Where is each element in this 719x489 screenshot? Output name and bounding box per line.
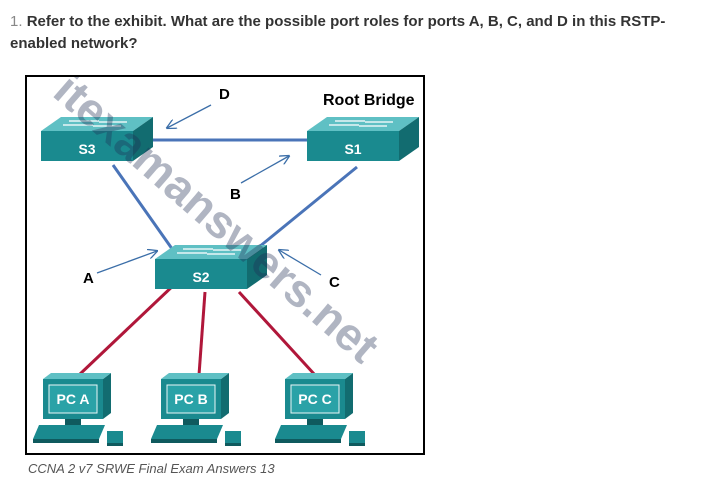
port-c-arrow bbox=[279, 250, 322, 276]
network-topology: S3 S1 S2 Root Bridge D B A C PC A PC B bbox=[32, 77, 420, 447]
pc-c-label: PC C bbox=[298, 391, 331, 407]
question-number: 1. bbox=[10, 13, 23, 30]
link-s2-pcc bbox=[237, 290, 317, 377]
pc-a-label: PC A bbox=[57, 391, 90, 407]
pc-c: PC C bbox=[274, 372, 366, 447]
question-text: Refer to the exhibit. What are the possi… bbox=[10, 13, 666, 52]
port-b-arrow bbox=[240, 156, 289, 184]
switch-s2-label: S2 bbox=[192, 269, 209, 285]
port-b-label: B bbox=[230, 186, 241, 203]
port-d-label: D bbox=[219, 86, 230, 103]
switch-s3-label: S3 bbox=[78, 141, 95, 157]
port-c-label: C bbox=[329, 274, 340, 291]
pc-a: PC A bbox=[32, 372, 124, 447]
pc-b-label: PC B bbox=[174, 391, 207, 407]
root-bridge-label: Root Bridge bbox=[323, 92, 415, 109]
question: 1. Refer to the exhibit. What are the po… bbox=[10, 11, 710, 55]
pc-b: PC B bbox=[150, 372, 242, 447]
exhibit-diagram: S3 S1 S2 Root Bridge D B A C PC A PC B bbox=[25, 75, 425, 455]
port-a-label: A bbox=[83, 270, 94, 287]
link-s3-s2 bbox=[111, 164, 177, 254]
switch-s1: S1 bbox=[306, 116, 420, 162]
exhibit-caption: CCNA 2 v7 SRWE Final Exam Answers 13 bbox=[28, 461, 275, 476]
port-d-arrow bbox=[167, 104, 212, 128]
switch-s2: S2 bbox=[154, 244, 268, 290]
switch-s1-label: S1 bbox=[344, 141, 361, 157]
link-s2-pca bbox=[77, 280, 179, 377]
link-s2-s1 bbox=[258, 165, 358, 249]
switch-s3: S3 bbox=[40, 116, 154, 162]
link-s2-pcb bbox=[197, 291, 207, 376]
port-a-arrow bbox=[96, 251, 157, 274]
